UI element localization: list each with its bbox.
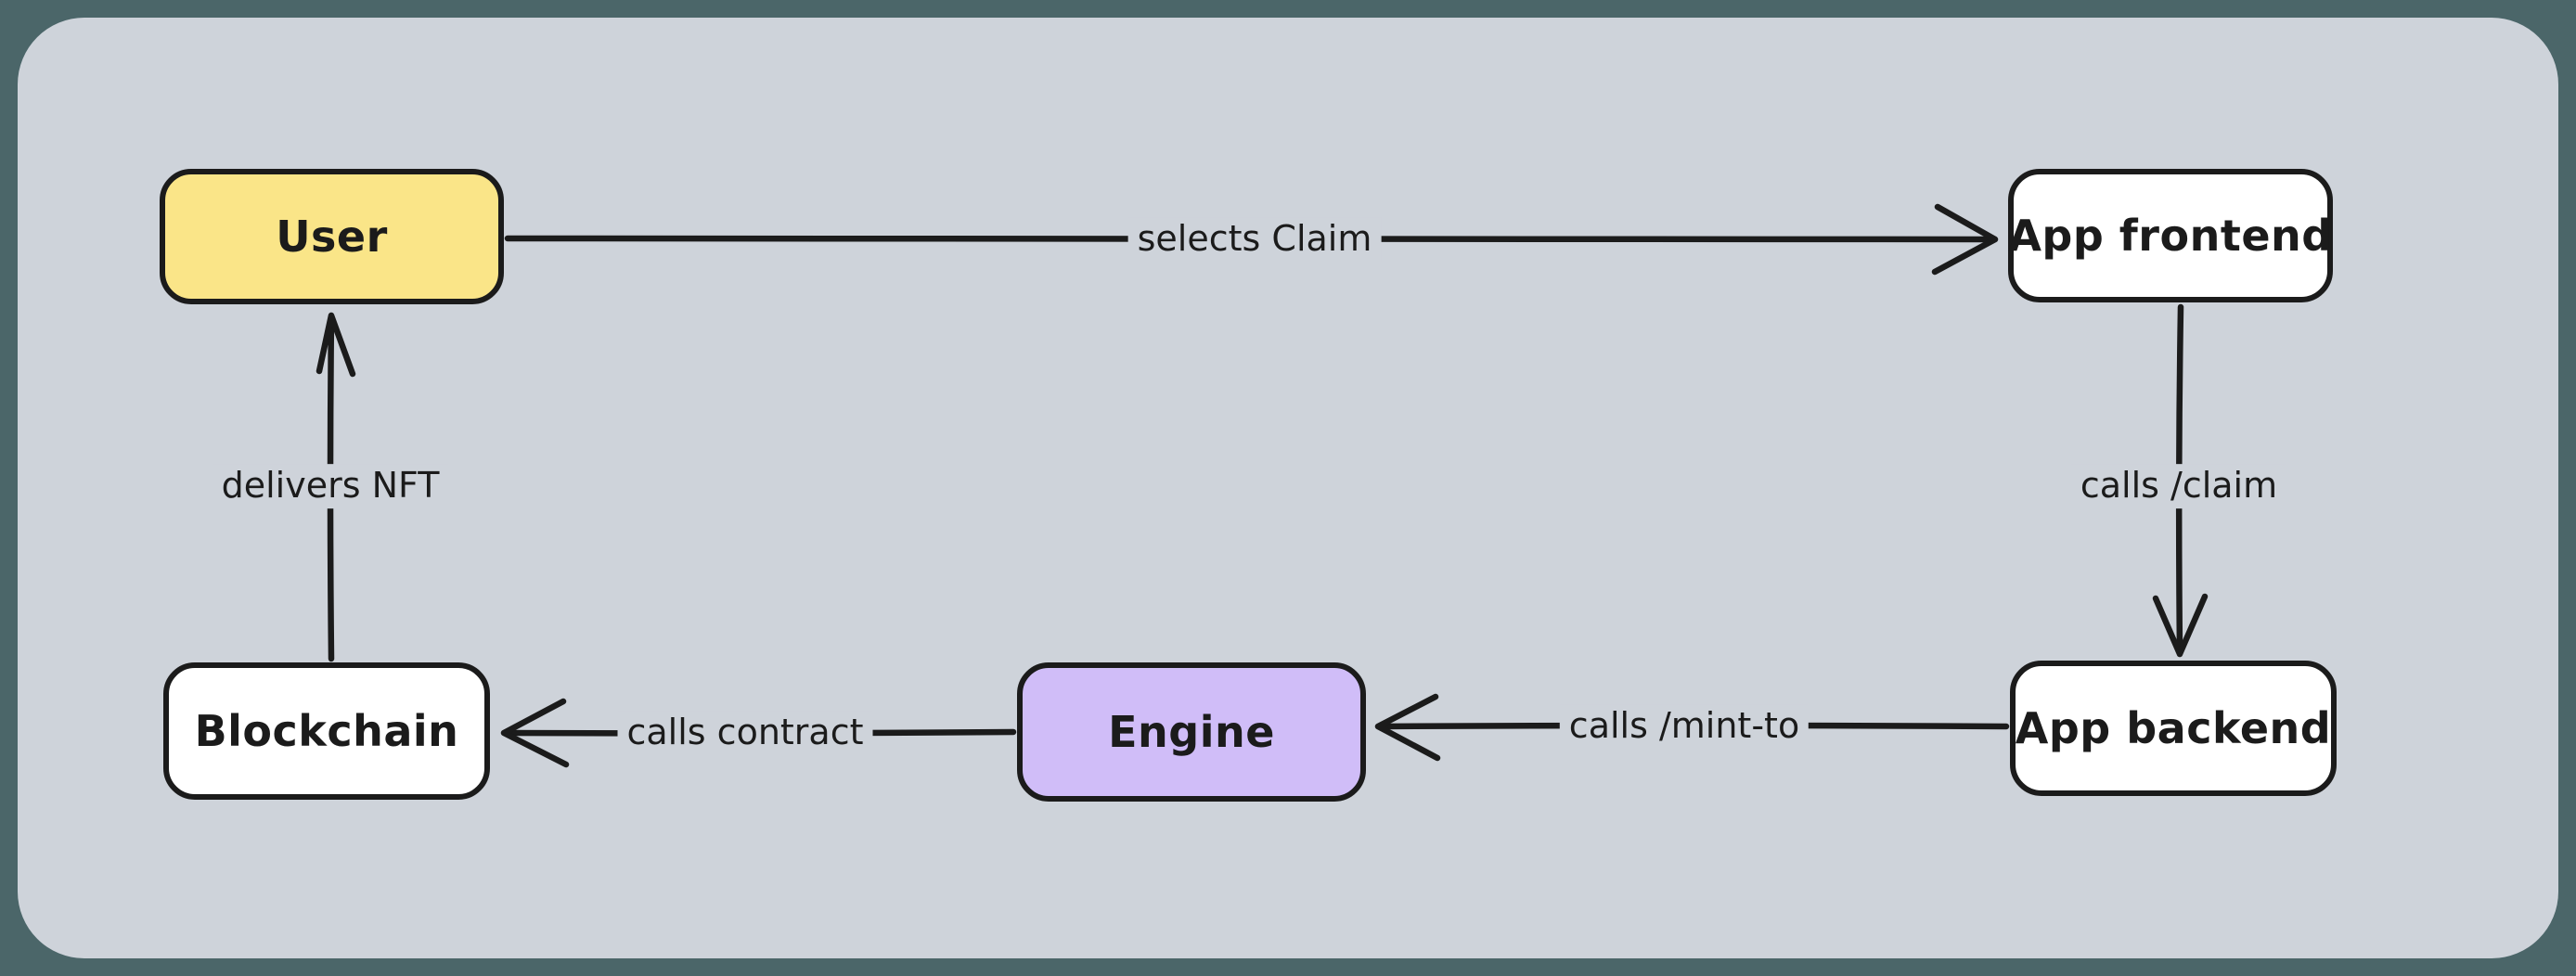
edge-label-delivers-nft: delivers NFT xyxy=(212,464,449,508)
node-user-label: User xyxy=(276,212,388,262)
edge-label-calls-contract: calls contract xyxy=(617,711,873,755)
node-engine-label: Engine xyxy=(1108,707,1275,757)
node-blockchain-label: Blockchain xyxy=(194,706,459,756)
node-user: User xyxy=(160,169,504,304)
node-app-backend: App backend xyxy=(2010,661,2337,796)
node-blockchain: Blockchain xyxy=(163,662,490,800)
node-app-backend-label: App backend xyxy=(2015,703,2332,753)
node-app-frontend: App frontend xyxy=(2008,169,2333,302)
edge-label-calls-claim: calls /claim xyxy=(2070,464,2287,508)
node-app-frontend-label: App frontend xyxy=(2008,211,2333,261)
edge-label-selects-claim: selects Claim xyxy=(1127,217,1382,262)
node-engine: Engine xyxy=(1017,662,1366,802)
edge-label-calls-mint-to: calls /mint-to xyxy=(1559,704,1810,749)
